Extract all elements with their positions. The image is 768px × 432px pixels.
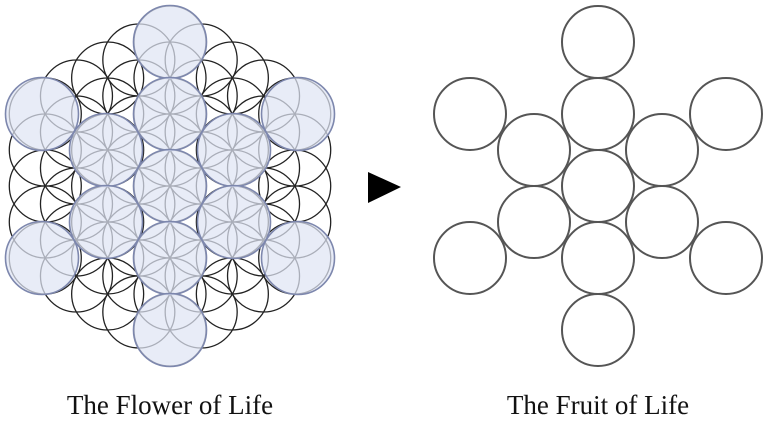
fruit-circle xyxy=(689,221,763,295)
fruit-circle xyxy=(561,221,635,295)
highlight-circle xyxy=(196,112,272,188)
highlight-circle xyxy=(4,76,80,152)
fruit-circle xyxy=(561,293,635,367)
highlight-circle xyxy=(196,184,272,260)
highlight-circle xyxy=(132,148,208,224)
fruit-circle xyxy=(497,185,571,259)
fruit-circle xyxy=(561,5,635,79)
fruit-circle xyxy=(625,185,699,259)
fruit-circle xyxy=(561,77,635,151)
fruit-circle xyxy=(497,113,571,187)
fruit-of-life xyxy=(433,5,763,367)
highlight-circle xyxy=(68,184,144,260)
highlight-circle xyxy=(132,292,208,368)
arrow-right-icon xyxy=(368,172,401,203)
highlight-circle xyxy=(132,4,208,80)
highlight-circle xyxy=(68,112,144,188)
flower-of-life-label: The Flower of Life xyxy=(66,390,274,420)
fruit-circle xyxy=(625,113,699,187)
fruit-circle xyxy=(689,77,763,151)
fruit-circle xyxy=(433,221,507,295)
fruit-circle xyxy=(561,149,635,223)
highlight-circle xyxy=(132,220,208,296)
fruit-of-life-label: The Fruit of Life xyxy=(506,390,690,420)
highlight-circle xyxy=(4,220,80,296)
highlight-circle xyxy=(132,76,208,152)
fruit-circle xyxy=(433,77,507,151)
flower-of-life-highlight xyxy=(4,4,336,368)
highlight-circle xyxy=(260,76,336,152)
highlight-circle xyxy=(260,220,336,296)
